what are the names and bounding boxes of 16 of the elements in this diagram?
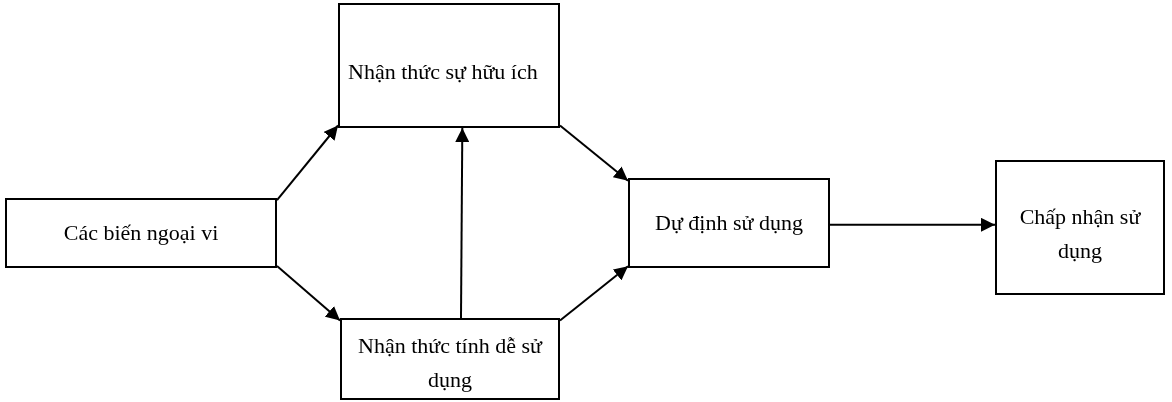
arrow	[276, 264, 341, 322]
arrow	[559, 124, 629, 182]
box-label: Nhận thức sự hữu ích	[348, 57, 538, 86]
concept-box	[628, 178, 830, 268]
arrow	[455, 127, 470, 319]
concept-box	[5, 198, 277, 268]
arrow	[559, 265, 629, 322]
concept-box	[995, 160, 1165, 295]
box-label: Dự định sử dụng	[655, 209, 803, 237]
box-label: Nhận thức tính dễ sử dụng	[357, 332, 544, 394]
box-label: Các biến ngoại vi	[63, 219, 219, 247]
concept-box	[338, 3, 560, 128]
arrow	[829, 217, 996, 232]
arrow	[276, 124, 339, 202]
box-label: Chấp nhận sử dụng	[1018, 202, 1142, 265]
concept-box	[340, 318, 560, 400]
